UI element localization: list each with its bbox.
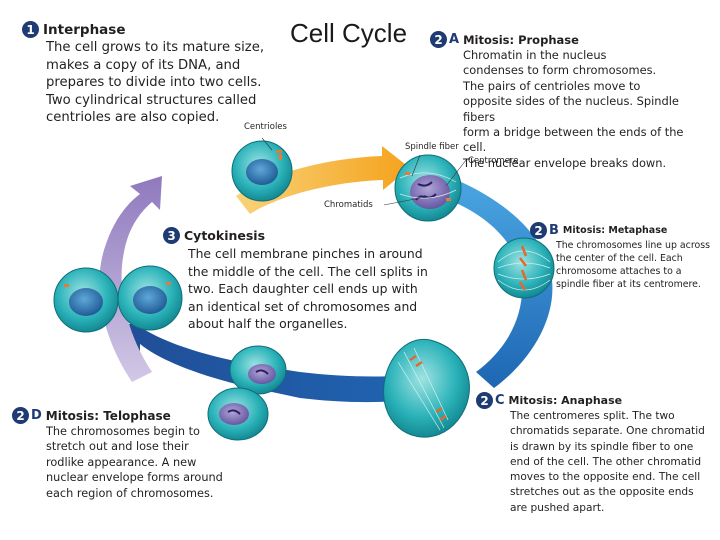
step-description: The cell membrane pinches in around the … (188, 245, 453, 333)
description-line: opposite sides of the nucleus. Spindle f… (463, 94, 679, 124)
step-title: Interphase (43, 21, 126, 38)
step-metaphase: 2 B Mitosis: Metaphase The chromosomes l… (530, 222, 720, 291)
description-line: is drawn by its spindle fiber to one (510, 440, 694, 453)
description-line: The pairs of centrioles move to (463, 78, 641, 93)
step-title: Mitosis: Telophase (45, 408, 171, 423)
description-line: the center of the cell. Each (556, 253, 683, 264)
description-line: The chromosomes begin to (46, 425, 200, 438)
label-centromere: Centromere (468, 156, 519, 166)
description-line: chromosome attaches to a (556, 266, 682, 277)
step-number-badge: 2 (476, 392, 493, 409)
description-line: each region of chromosomes. (46, 486, 214, 500)
interphase-cell (231, 137, 293, 202)
description-line: The cell grows to its mature size, (46, 40, 265, 55)
description-line: The chromosomes line up across (556, 240, 710, 251)
description-line: moves to the opposite end. The cell (510, 471, 701, 484)
step-description: The centromeres split. The two chromatid… (510, 409, 720, 516)
step-anaphase: 2 C Mitosis: Anaphase The centromeres sp… (476, 392, 720, 516)
step-number-badge: 2 (12, 407, 29, 424)
anaphase-cell (383, 339, 470, 438)
step-prophase: 2 A Mitosis: Prophase Chromatin in the n… (430, 31, 710, 171)
description-line: end of the cell. The other chromatid (510, 455, 702, 468)
description-line: stretches out as the opposite ends (510, 486, 694, 499)
description-line: The cell membrane pinches in around (188, 246, 423, 261)
leader-lines (383, 154, 467, 206)
description-line: form a bridge between the ends of the ce… (463, 125, 684, 155)
step-interphase: 1 Interphase The cell grows to its matur… (22, 21, 284, 127)
telophase-cell (207, 345, 287, 441)
step-number-badge: 2 (430, 31, 447, 48)
step-title: Cytokinesis (184, 228, 266, 243)
description-line: rodlike appearance. A new (46, 455, 197, 469)
step-description: Chromatin in the nucleus condenses to fo… (463, 48, 710, 171)
cycle-arrow-interphase (236, 146, 410, 214)
description-line: two. Each daughter cell ends up with (188, 281, 418, 297)
cycle-arrow-mitosis-right (444, 178, 553, 388)
label-centrioles: Centrioles (244, 122, 287, 132)
step-telophase: 2 D Mitosis: Telophase The chromosomes b… (12, 407, 232, 501)
description-line: Chromatin in the nucleus (463, 48, 607, 62)
step-title: Mitosis: Prophase (463, 32, 579, 47)
description-line: about half the organelles. (188, 316, 348, 332)
step-title: Mitosis: Anaphase (508, 394, 623, 407)
step-cytokinesis: 3 Cytokinesis The cell membrane pinches … (163, 227, 453, 333)
label-spindle-fiber: Spindle fiber (405, 142, 459, 152)
step-description: The chromosomes begin to stretch out and… (46, 424, 232, 501)
step-description: The cell grows to its mature size, makes… (46, 39, 284, 127)
cycle-arrow-mitosis-bottom (108, 318, 448, 403)
description-line: condenses to form chromosomes. (463, 63, 657, 78)
description-line: nuclear envelope forms around (46, 471, 223, 485)
description-line: prepares to divide into two cells. (46, 75, 262, 91)
step-letter: B (549, 223, 559, 238)
page-title: Cell Cycle (290, 18, 408, 48)
step-letter: D (31, 408, 42, 423)
description-line: an identical set of chromosomes and (188, 298, 418, 314)
step-letter: C (495, 393, 505, 408)
description-line: stretch out and lose their (46, 440, 189, 454)
daughter-cells (53, 265, 183, 333)
description-line: chromatids separate. One chromatid (510, 425, 705, 438)
cycle-arrow-cytokinesis (99, 176, 162, 382)
description-line: Two cylindrical structures called (46, 92, 257, 108)
step-number-badge: 1 (22, 21, 39, 38)
step-title: Mitosis: Metaphase (562, 225, 668, 236)
description-line: makes a copy of its DNA, and (46, 57, 241, 73)
step-number-badge: 2 (530, 222, 547, 239)
description-line: are pushed apart. (510, 501, 605, 514)
step-letter: A (449, 32, 460, 47)
description-line: centrioles are also copied. (46, 110, 220, 126)
description-line: spindle fiber at its centromere. (556, 279, 701, 290)
step-number-badge: 3 (163, 227, 180, 244)
description-line: the middle of the cell. The cell splits … (188, 263, 428, 279)
metaphase-cell (493, 237, 555, 299)
prophase-cell (394, 154, 462, 222)
label-chromatids: Chromatids (324, 200, 373, 210)
step-description: The chromosomes line up across the cente… (556, 239, 720, 291)
description-line: The centromeres split. The two (510, 410, 675, 422)
description-line: The nuclear envelope breaks down. (463, 155, 667, 170)
